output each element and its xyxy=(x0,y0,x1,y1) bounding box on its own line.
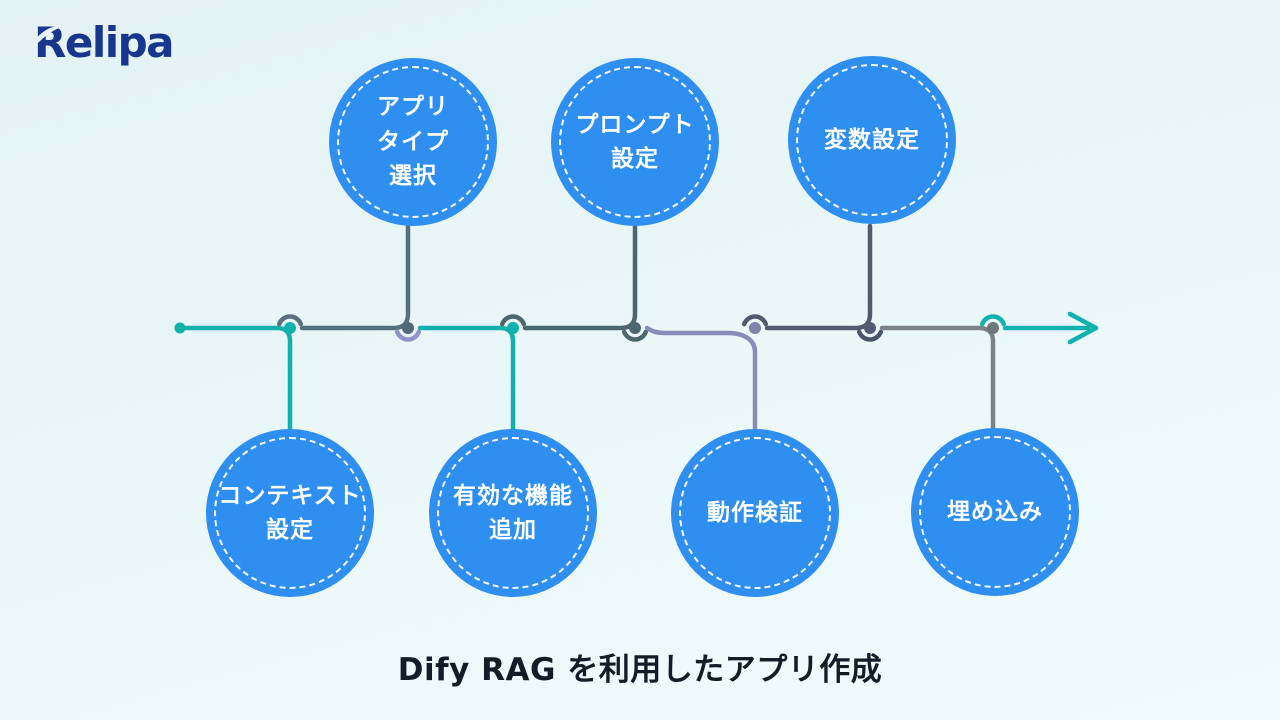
connector-segment-7 xyxy=(879,325,996,433)
timeline-node-4 xyxy=(629,322,641,334)
step-circle-variable-settings: 変数設定 xyxy=(788,56,956,224)
step-label: コンテキスト 設定 xyxy=(218,482,362,544)
connector-segment-2 xyxy=(299,223,411,331)
node-2-arc xyxy=(394,329,422,342)
step-label: プロンプト 設定 xyxy=(575,111,695,173)
timeline-node-3 xyxy=(507,322,519,334)
node-6-arc xyxy=(856,329,884,342)
node-3-arc xyxy=(499,314,527,327)
relipa-logo: Relipa xyxy=(28,18,175,67)
step-circle-embedding: 埋め込み xyxy=(911,428,1079,596)
node-7-arc xyxy=(979,314,1007,327)
step-label: 動作検証 xyxy=(707,499,803,526)
relipa-logo-text: Relipa xyxy=(34,18,175,67)
step-label: 変数設定 xyxy=(824,126,920,153)
node-1-arc xyxy=(276,314,304,327)
step-label: 埋め込み xyxy=(947,498,1043,525)
diagram-title: Dify RAG を利用したアプリ作成 xyxy=(397,652,883,688)
timeline-node-1 xyxy=(284,322,296,334)
connector-segment-4 xyxy=(522,223,638,331)
step-circle-app-type-selection: アプリ タイプ 選択 xyxy=(329,58,497,226)
step-circle-prompt-settings: プロンプト 設定 xyxy=(551,58,719,226)
step-circle-context-settings: コンテキスト 設定 xyxy=(206,429,374,597)
connector-segment-1 xyxy=(177,325,293,433)
node-5-arc xyxy=(741,314,769,327)
step-label: 有効な機能 追加 xyxy=(453,482,573,544)
connector-segment-5 xyxy=(644,325,758,433)
timeline-node-2 xyxy=(402,322,414,334)
timeline-node-7 xyxy=(987,322,999,334)
connector-segment-3 xyxy=(417,325,516,433)
timeline-arrowhead-icon xyxy=(1067,311,1099,345)
timeline-node-6 xyxy=(864,322,876,334)
timeline-node-5 xyxy=(749,322,761,334)
step-label: アプリ タイプ 選択 xyxy=(377,94,449,190)
step-circle-operation-verification: 動作検証 xyxy=(671,429,839,597)
node-4-arc xyxy=(621,329,649,342)
step-circle-enable-features: 有効な機能 追加 xyxy=(429,429,597,597)
connector-segment-6 xyxy=(764,223,873,331)
